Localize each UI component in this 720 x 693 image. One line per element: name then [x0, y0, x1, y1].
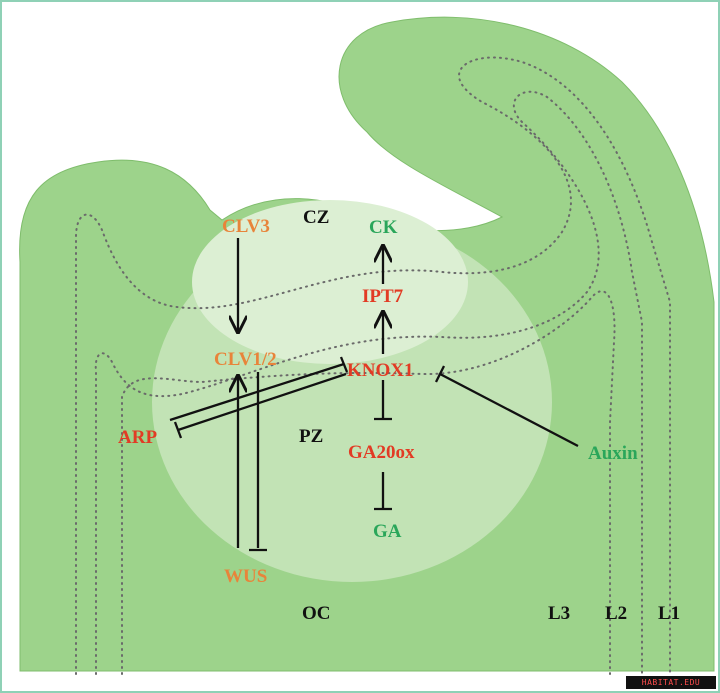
label-arp: ARP: [118, 427, 157, 448]
watermark: HABITAT.EDU: [626, 676, 716, 689]
label-oc: OC: [302, 603, 331, 624]
layer-line-l3: [121, 290, 616, 675]
label-l2: L2: [605, 603, 627, 624]
label-ck: CK: [369, 217, 398, 238]
label-knox1: KNOX1: [347, 360, 414, 381]
inhibit-arp-knox1-bar: [339, 356, 349, 373]
inhibit-auxin-knox1-bar: [434, 365, 446, 383]
layer-line-l2: [94, 90, 643, 675]
label-clv3: CLV3: [222, 216, 270, 237]
label-wus: WUS: [224, 566, 267, 587]
regulatory-links: [169, 238, 579, 552]
label-l3: L3: [548, 603, 570, 624]
inhibit-knox1-arp: [177, 372, 347, 432]
label-ga: GA: [373, 521, 402, 542]
cell-layer-lines: [75, 56, 671, 675]
inhibit-auxin-knox1: [439, 372, 579, 448]
label-ipt7: IPT7: [362, 286, 404, 307]
label-clv12: CLV1/2: [214, 349, 277, 370]
layer-line-l1: [75, 56, 671, 675]
inhibit-arp-knox1: [169, 362, 345, 422]
central-zone: [192, 200, 468, 364]
label-ga20ox: GA20ox: [348, 442, 415, 463]
label-auxin: Auxin: [588, 443, 638, 464]
label-l1: L1: [658, 603, 680, 624]
inhibit-knox1-arp-bar: [173, 421, 183, 439]
label-pz: PZ: [299, 426, 323, 447]
label-cz: CZ: [303, 207, 329, 228]
